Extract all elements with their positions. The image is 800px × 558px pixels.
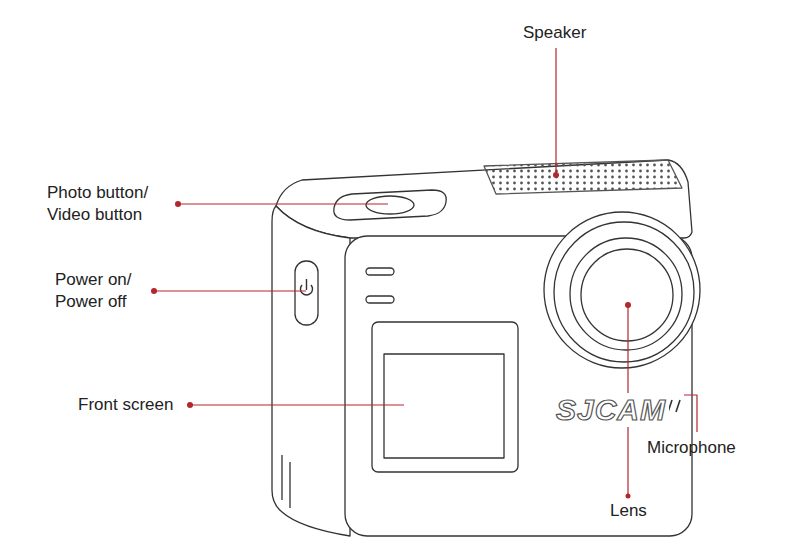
leader-dot	[625, 302, 631, 308]
leader-line	[154, 290, 306, 291]
part-label: Speaker	[523, 22, 586, 44]
brand-logo: SJCAM	[553, 393, 669, 427]
leader-dot	[187, 402, 193, 408]
microphone-holes	[668, 400, 680, 412]
camera-bottom-edge	[282, 455, 290, 508]
leader-dot	[553, 172, 559, 178]
part-label: Power on/ Power off	[55, 269, 151, 313]
leader-dot	[626, 494, 631, 499]
indicator-slot	[366, 296, 394, 303]
indicator-slot	[366, 268, 394, 275]
camera-front	[345, 236, 692, 536]
lens-bezel-inner	[554, 222, 694, 362]
shutter-button	[334, 190, 446, 220]
power-symbol	[301, 279, 313, 295]
leader-line	[190, 404, 404, 405]
part-label: Photo button/ Video button	[47, 182, 175, 226]
lens-bezel	[544, 212, 700, 368]
leader-lines	[154, 48, 697, 496]
part-label: Front screen	[78, 394, 173, 416]
leader-line	[684, 395, 697, 432]
lens-glass	[581, 249, 673, 341]
power-button	[295, 261, 318, 325]
front-screen-display	[384, 354, 504, 458]
leader-dots	[151, 172, 631, 499]
part-label: Lens	[610, 500, 647, 522]
leader-dot	[175, 201, 181, 207]
part-label: Microphone	[647, 437, 736, 459]
front-screen-bezel	[372, 322, 518, 472]
camera-side	[272, 206, 350, 536]
leader-dot	[151, 288, 157, 294]
lens-ring	[570, 238, 682, 350]
leader-line	[178, 203, 388, 204]
leader-line	[555, 48, 556, 175]
shutter-button-top	[366, 196, 414, 214]
speaker-grille	[484, 160, 682, 194]
